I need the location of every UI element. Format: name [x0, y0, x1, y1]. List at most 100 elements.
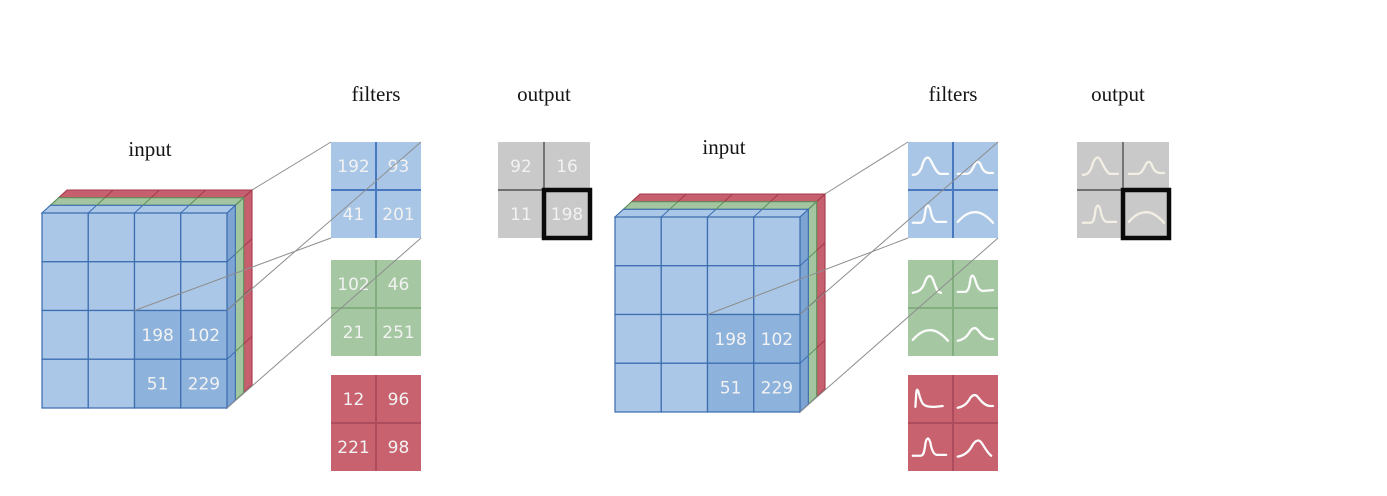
cube-cell	[180, 358, 228, 409]
connector-line	[251, 141, 332, 191]
output-label: output	[1091, 82, 1145, 106]
cube-cell	[660, 265, 709, 316]
filters-label: filters	[352, 82, 401, 106]
curve-narrow-peak-path	[911, 437, 948, 457]
input-value: 51	[147, 375, 169, 395]
curve-small-bump-right	[1127, 160, 1166, 176]
curve-wide-bump	[911, 156, 950, 176]
cube-cell	[87, 212, 136, 263]
input-label: input	[702, 135, 745, 159]
cube-cell	[660, 362, 709, 413]
curve-left-spike-decay	[914, 388, 944, 409]
output-value: 11	[510, 205, 532, 225]
cube-cell	[41, 261, 89, 312]
cube-top-division	[723, 193, 733, 203]
curve-broad-dome-path	[1127, 211, 1166, 224]
filter-value: 98	[388, 438, 410, 458]
filter-value: 201	[382, 205, 414, 225]
cube-top-division	[715, 201, 725, 210]
output-highlight-cell	[541, 187, 593, 241]
curve-skewed-bump-path	[911, 274, 943, 294]
cube-top-division	[188, 197, 198, 206]
filter-value: 46	[388, 275, 410, 295]
curve-broad-dome	[956, 211, 995, 224]
cube-side-division	[816, 242, 826, 251]
output-label: output	[517, 82, 571, 106]
curve-narrow-peak	[911, 204, 948, 224]
filter-value: 93	[388, 157, 410, 177]
cube-cell	[706, 362, 755, 413]
connector-line	[824, 141, 909, 195]
cube-cell	[180, 309, 228, 360]
cube-top-division	[753, 208, 763, 218]
curve-large-bump-right	[956, 439, 993, 458]
cube-top-division	[677, 193, 687, 203]
cube-cell	[41, 309, 89, 360]
cube-cell	[180, 212, 228, 263]
cube-cell	[614, 216, 662, 267]
input-value: 229	[761, 379, 793, 399]
output-value: 92	[510, 157, 532, 177]
curve-narrow-peak	[911, 437, 948, 457]
output-value: 198	[551, 205, 583, 225]
cube-cell	[614, 362, 662, 413]
cube-cell	[41, 358, 89, 409]
curve-medium-bump	[956, 393, 995, 409]
cube-cell	[706, 216, 755, 267]
cube-side-division	[226, 253, 236, 263]
cube-cell	[753, 216, 801, 267]
filter-value: 12	[343, 390, 365, 410]
filter-value: 251	[382, 323, 414, 343]
curve-sharp-peak-path	[956, 274, 995, 294]
cube-top-division	[660, 208, 670, 218]
cube-cell	[133, 261, 182, 312]
cube-cell	[87, 358, 136, 409]
cube-side-division	[243, 335, 253, 345]
filter-blue	[908, 142, 998, 238]
connector-line	[799, 237, 999, 413]
curve-left-spike-decay-path	[914, 388, 944, 409]
cube-top-division	[150, 189, 160, 199]
cube-side-division	[226, 351, 236, 360]
curve-narrow-peak-path	[1081, 204, 1118, 224]
filter-value: 41	[343, 205, 365, 225]
curve-narrow-peak-path	[911, 204, 948, 224]
cube-top-division	[87, 204, 97, 214]
curve-medium-bump-path	[956, 393, 995, 409]
cube-cell	[753, 265, 801, 316]
cube-top-division	[197, 189, 207, 199]
output-grid	[1077, 142, 1172, 241]
cube-side-division	[816, 291, 826, 300]
filter-green	[908, 260, 998, 356]
connector-line	[799, 141, 999, 315]
connector-line	[134, 237, 332, 311]
cube-cell	[614, 313, 662, 364]
connector-line	[226, 237, 422, 409]
input-value: 102	[188, 326, 220, 346]
cube-cell	[133, 212, 182, 263]
curve-broad-dome-path	[911, 329, 950, 342]
cube-side-division	[234, 246, 245, 255]
curve-broad-dome	[1127, 211, 1166, 224]
cube-top-division	[134, 204, 144, 214]
curve-broad-dome-path	[956, 211, 995, 224]
cube-top-division	[142, 197, 152, 206]
cube-top-division	[770, 193, 780, 203]
cube-cell	[180, 261, 228, 312]
input-value: 198	[714, 330, 746, 350]
cube-side-division	[807, 250, 818, 259]
filter-value: 102	[337, 275, 369, 295]
input-value: 102	[761, 330, 793, 350]
cube-side-division	[799, 257, 809, 267]
input-value: 198	[141, 326, 173, 346]
curve-wide-bump-path	[1081, 156, 1120, 176]
input-label: input	[128, 137, 171, 161]
